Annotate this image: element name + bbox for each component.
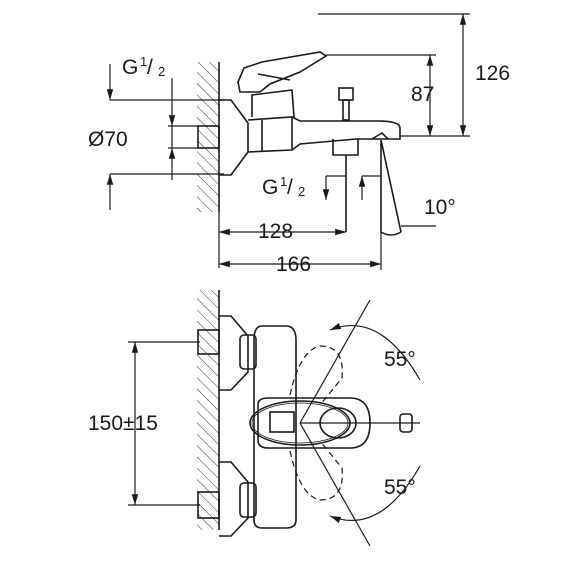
cartridge-housing [251, 89, 295, 118]
rosette [219, 99, 249, 176]
front-body [253, 325, 297, 529]
height-outer-label: 126 [475, 62, 510, 85]
diverter-knob [338, 87, 354, 101]
svg-text:1: 1 [140, 54, 147, 69]
side-view [197, 51, 402, 236]
wall-hatch-bottom [197, 290, 219, 530]
lever-ghost-up [289, 345, 343, 406]
wall-hatch-top [197, 62, 219, 212]
total-reach-label: 166 [276, 253, 311, 276]
front-view [197, 290, 413, 537]
lever-angle-down-label: 55° [384, 476, 416, 499]
front-dimensions [128, 299, 421, 547]
svg-text:1: 1 [280, 174, 287, 189]
spout-reach-label: 128 [258, 220, 293, 243]
side-dimensions [106, 13, 470, 270]
wall-connector [197, 125, 220, 149]
svg-text:2: 2 [158, 64, 165, 79]
mixer-body [247, 116, 401, 153]
lever-ghost-down [289, 440, 343, 501]
centre-distance-label: 150±15 [88, 412, 158, 435]
rosette-diameter-label: Ø70 [88, 128, 128, 151]
lever [237, 51, 328, 93]
lever-angle-up-label: 55° [384, 348, 416, 371]
thread-bottom-label: G [262, 176, 278, 199]
upper-rosette [219, 315, 249, 391]
height-inner-label: 87 [411, 83, 434, 106]
thread-top-label: G [122, 56, 138, 79]
labels: G 1 / 2 Ø70 G 1 / 2 126 87 10° 128 166 5… [88, 54, 510, 499]
lower-rosette [219, 461, 249, 537]
svg-text:2: 2 [298, 184, 305, 199]
spout-angle-label: 10° [424, 196, 456, 219]
svg-text:/: / [287, 176, 293, 199]
svg-text:/: / [147, 56, 153, 79]
